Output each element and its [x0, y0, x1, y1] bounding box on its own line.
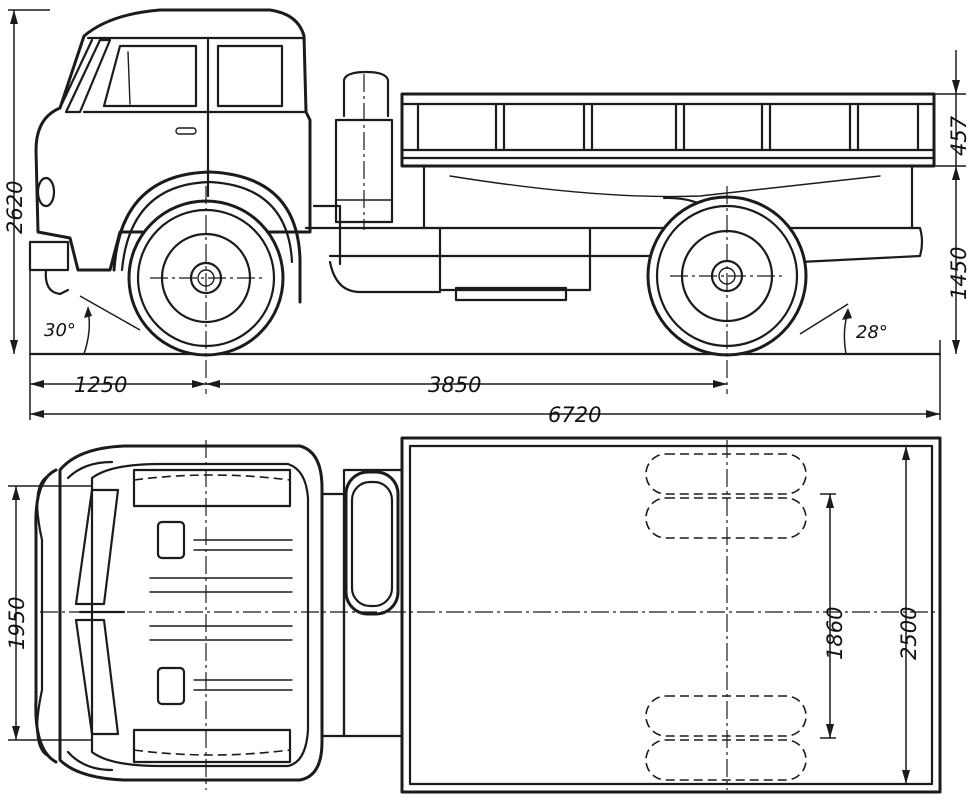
approach-angle-label: 30°	[44, 320, 76, 341]
cargo-body-top	[400, 436, 942, 794]
dimension-platform-side-height: 457	[947, 115, 970, 156]
top-dimensions	[8, 446, 910, 784]
dimension-rear-track: 1860	[823, 607, 847, 660]
dimension-cab-width: 1950	[5, 597, 29, 650]
dimension-overall-height: 2620	[3, 181, 27, 234]
spare-carrier-side	[334, 70, 394, 230]
dimension-overall-width: 2500	[897, 607, 921, 660]
spare-top	[320, 468, 404, 738]
dimension-overall-length: 6720	[548, 403, 601, 427]
dimension-front-overhang: 1250	[74, 373, 127, 397]
dimension-platform-floor-height: 1450	[947, 247, 970, 300]
departure-angle-label: 28°	[856, 322, 888, 343]
side-view	[28, 8, 942, 394]
side-dimensions	[8, 9, 966, 420]
rear-wheels-top	[645, 453, 807, 781]
cab-top	[58, 444, 324, 782]
chassis-side	[304, 204, 924, 302]
dimension-wheelbase: 3850	[428, 373, 481, 397]
top-view	[34, 436, 942, 794]
cab-side	[28, 8, 312, 304]
